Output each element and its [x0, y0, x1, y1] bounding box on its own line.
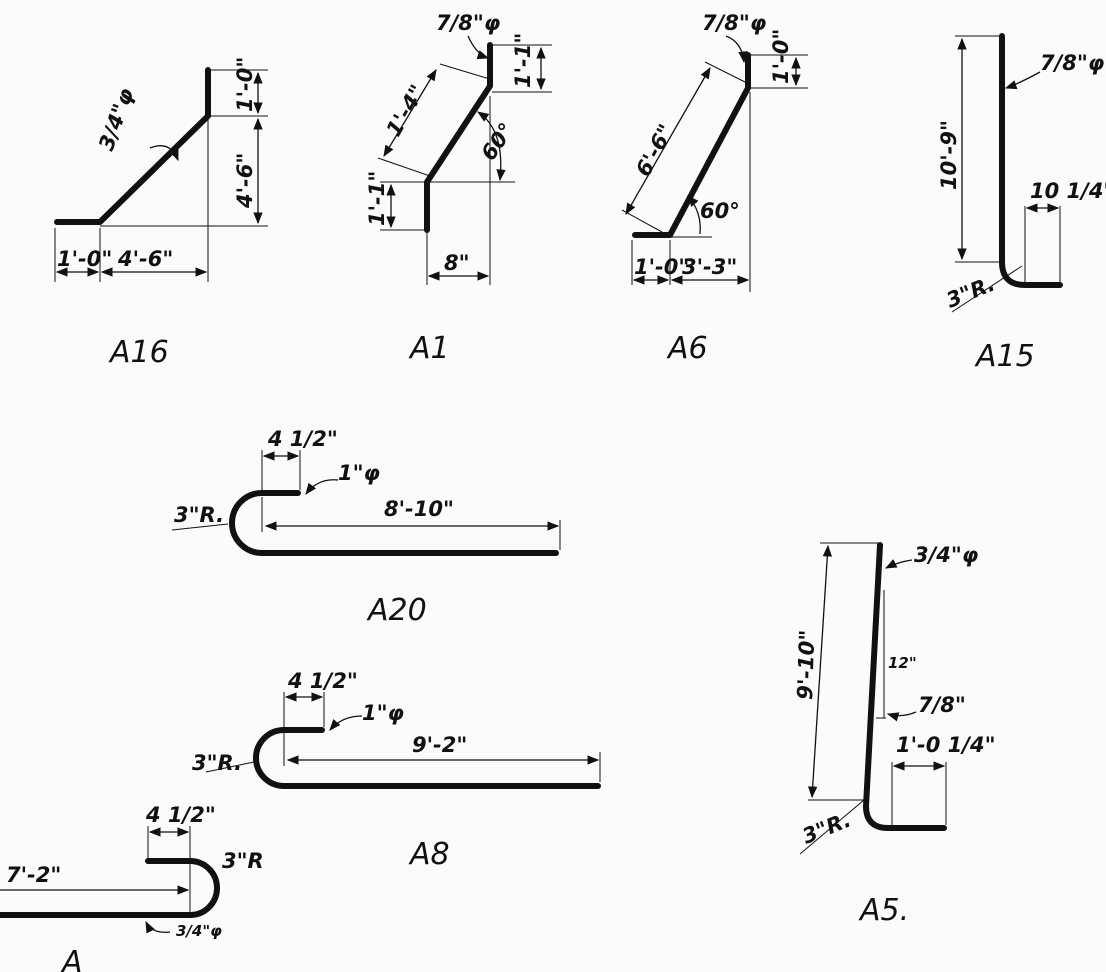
bar-a5-batter-offset-label: 7/8" [918, 693, 966, 717]
bar-a20-leader [305, 479, 339, 495]
bar-a16-tail-label: 1'-0" [57, 247, 112, 271]
bar-a15-leader [1004, 71, 1041, 90]
bar-a-partial-radius-label: 3"R [222, 849, 264, 873]
bar-a-partial-diameter-label: 3/4"φ [176, 922, 222, 940]
bar-a5-radius-label: 3"R. [799, 808, 854, 849]
bar-a15-extension-lines [951, 35, 1061, 313]
bar-a-partial-hook-label: 4 1/2" [145, 803, 216, 827]
bar-a8-hook-label: 4 1/2" [287, 669, 358, 693]
bar-a1-top-leg-label: 1'-1" [511, 33, 535, 88]
bar-a16-rise-label: 4'-6" [233, 153, 257, 209]
bar-a20-extension-lines [171, 450, 561, 550]
bar-a20-length-label: 8'-10" [384, 497, 454, 521]
bar-a5-mark: A5. [858, 893, 909, 928]
bar-a1-bottom-leg-label: 1'-1" [365, 171, 389, 226]
bar-a5-leader [884, 559, 913, 569]
bar-a-partial-leader [145, 920, 171, 934]
bar-a8-shape [253, 727, 601, 789]
bar-a16-shape [54, 67, 211, 225]
bar-a6-angle-label: 60° [700, 199, 740, 223]
bar-a8-leader [329, 715, 363, 731]
bar-a6-extension-lines [621, 54, 808, 292]
bar-a16-run-label: 4'-6" [117, 247, 173, 271]
bar-a15-radius-label: 3"R. [943, 272, 998, 313]
bar-a6-top-leg-label: 1'-0" [769, 29, 793, 84]
bar-a15-mark: A15 [974, 339, 1035, 374]
bar-a6-diameter-label: 7/8"φ [702, 11, 766, 35]
bar-a1-extension-lines [377, 44, 552, 285]
bar-a-partial-extension-lines [147, 826, 191, 912]
bar-a20-mark: A20 [366, 593, 427, 628]
bar-a20-hook-label: 4 1/2" [267, 427, 338, 451]
bar-a16-leader [149, 145, 179, 162]
bar-a6-run-label: 3'-3" [682, 255, 737, 279]
bar-a15-foot-label: 10 1/4" [1030, 179, 1106, 203]
bar-a16: 1'-0" 4'-6" 3/4"φ 1'-0" 4'-6" A16 [54, 57, 268, 370]
bar-a5-extension-lines [799, 542, 947, 855]
bar-a6-slope-label: 6'-6" [631, 120, 678, 180]
bar-a-partial: 4 1/2" 3"R 7'-2" 3/4"φ A [0, 803, 264, 972]
bar-a1-angle-arc [477, 111, 506, 182]
bar-a15: 7/8"φ 10'-9" 10 1/4" 3"R. A15 [937, 33, 1106, 374]
bar-a20-radius-label: 3"R. [174, 503, 224, 527]
bar-a1-mark: A1 [408, 331, 450, 366]
bar-a5-diameter-label: 3/4"φ [914, 543, 978, 567]
bar-a1: 7/8"φ 1'-1" 1'-4" 60° 1'-1" 8" A1 [365, 11, 552, 366]
bar-a20-diameter-label: 1"φ [338, 461, 380, 485]
bar-a5-batter-label: 12" [888, 654, 917, 672]
bar-a20: 4 1/2" 1"φ 3"R. 8'-10" A20 [171, 427, 561, 628]
bar-a8-mark: A8 [408, 837, 450, 872]
bar-a16-top-leg-label: 1'-0" [233, 57, 257, 112]
bar-a8-length-label: 9'-2" [412, 733, 467, 757]
bar-a5-foot-label: 1'-0 1/4" [896, 733, 996, 757]
bar-a1-slope-dim [383, 68, 437, 158]
bar-a1-angle-label: 60° [476, 119, 518, 165]
bar-a6-tail-label: 1'-0" [634, 255, 689, 279]
bar-a8-radius-label: 3"R. [192, 751, 242, 775]
bar-a1-offset-label: 8" [444, 251, 470, 275]
bar-a-partial-length-label: 7'-2" [6, 863, 61, 887]
bar-a1-diameter-label: 7/8"φ [436, 11, 500, 35]
bar-a8-extension-lines [205, 692, 601, 782]
bar-a20-shape [229, 490, 559, 556]
bar-a16-extension-lines [54, 69, 268, 282]
bar-a6-mark: A6 [666, 331, 708, 366]
bar-a6-slope-dim [625, 66, 711, 216]
bar-a5: 3/4"φ 9'-10" 12" 7/8" 1'-0 1/4" 3"R. A5. [793, 542, 996, 928]
bar-a8: 4 1/2" 1"φ 3"R. 9'-2" A8 [192, 669, 601, 872]
bar-a8-diameter-label: 1"φ [362, 701, 404, 725]
bar-a-partial-shape [0, 858, 220, 918]
bar-a15-height-label: 10'-9" [937, 120, 961, 190]
bar-a1-leader [467, 35, 490, 60]
bar-a16-mark: A16 [108, 335, 169, 370]
bar-a1-shape [424, 42, 493, 233]
bar-a5-shape [863, 542, 947, 831]
bar-a15-diameter-label: 7/8"φ [1040, 51, 1104, 75]
bar-a5-height-label: 9'-10" [793, 629, 819, 700]
bar-a6: 7/8"φ 1'-0" 6'-6" 60° 1'-0" 3'-3" A6 [621, 11, 808, 366]
bar-a6-leader [725, 35, 748, 64]
bar-a5-height-dim [807, 544, 833, 799]
bar-a15-shape [999, 33, 1063, 288]
bar-a6-angle-arc [687, 195, 701, 235]
bar-a16-diameter-label: 3/4"φ [94, 85, 139, 154]
bar-a1-slope-label: 1'-4" [382, 81, 430, 141]
bar-a-partial-mark: A [60, 945, 83, 972]
bar-a5-batter-leader [886, 711, 917, 722]
